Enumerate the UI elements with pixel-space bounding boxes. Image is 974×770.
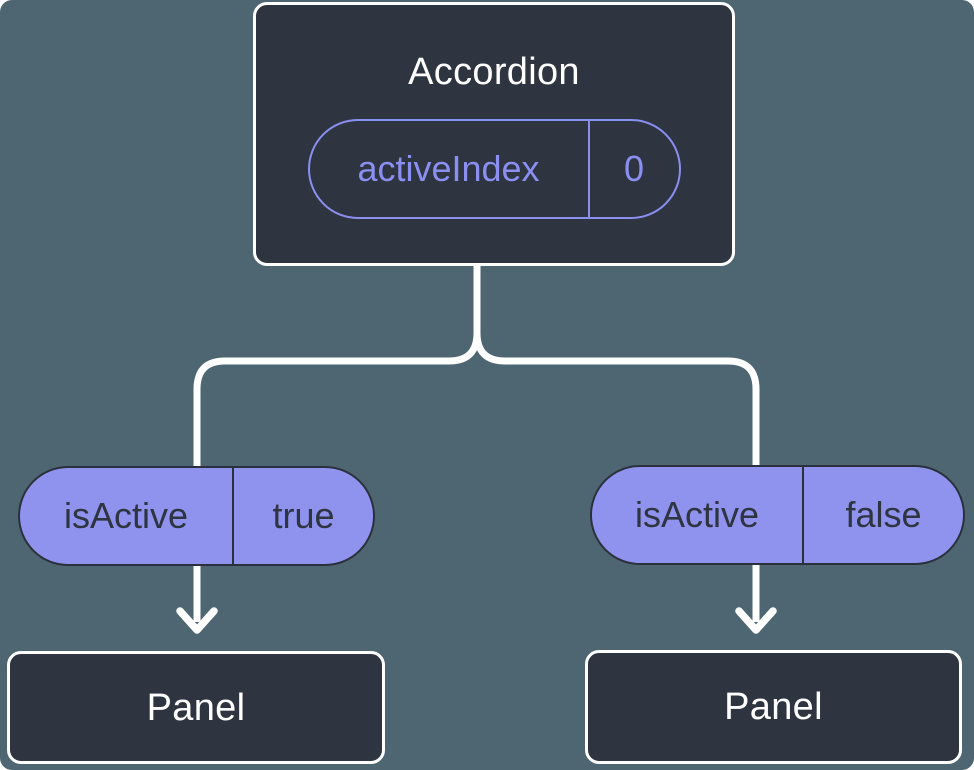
arrow-down-icon xyxy=(176,607,218,634)
connector-left-branch xyxy=(193,265,481,622)
node-title: Panel xyxy=(724,686,823,728)
panel-node: Panel xyxy=(585,650,962,764)
state-name: activeIndex xyxy=(310,121,590,217)
connector-right-branch xyxy=(473,265,760,622)
arrow-down-icon xyxy=(735,607,777,634)
panel-node: Panel xyxy=(7,651,385,764)
node-title: Accordion xyxy=(408,51,580,93)
prop-name: isActive xyxy=(592,467,804,563)
accordion-node: Accordion activeIndex 0 xyxy=(253,2,735,266)
state-pill: activeIndex 0 xyxy=(307,119,681,219)
prop-pill: isActive true xyxy=(18,466,375,566)
prop-value: true xyxy=(272,495,335,536)
prop-value: false xyxy=(845,494,922,535)
node-title: Panel xyxy=(146,686,246,729)
prop-pill: isActive false xyxy=(590,465,965,565)
prop-name: isActive xyxy=(20,468,234,564)
state-value: 0 xyxy=(623,148,645,189)
